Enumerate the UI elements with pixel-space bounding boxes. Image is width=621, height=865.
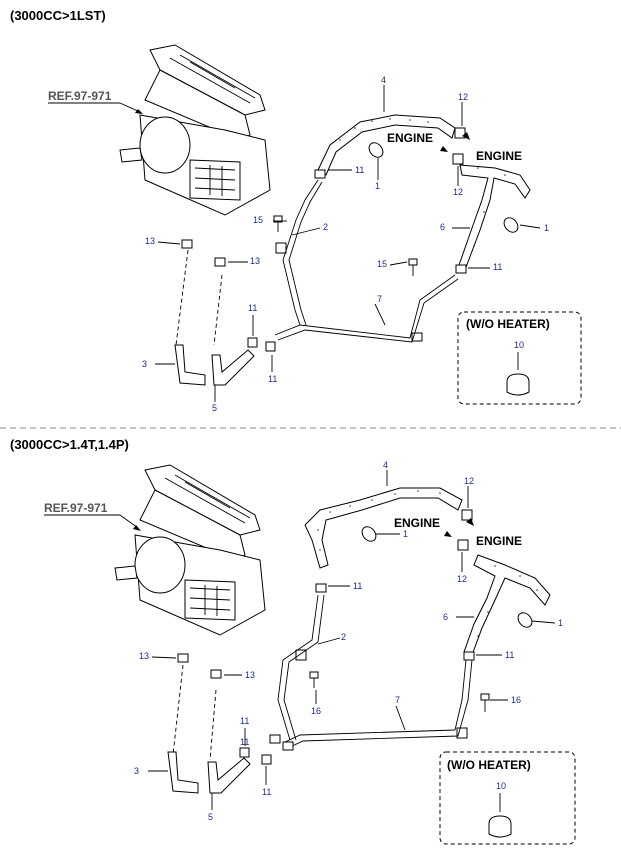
engine-label: ENGINE [476,149,522,163]
section-1-title: (3000CC>1LST) [10,8,106,23]
callout: 11 [262,787,271,797]
plug-icon [488,815,512,838]
callout: 16 [511,695,521,705]
plug-icon [506,373,530,396]
callout: 12 [464,476,474,486]
section-2: (3000CC>1.4T,1.4P) REF.97-971 [10,437,576,845]
clamp-icon [315,583,327,593]
clamp-icon [314,169,326,179]
without-heater-title: (W/O HEATER) [466,317,550,331]
clamp-icon [455,264,467,274]
bolt-icon [309,671,319,688]
callout: 11 [268,374,277,384]
engine-label: ENGINE [394,516,440,530]
clamp-icon [265,341,276,352]
clamp-icon [181,239,193,249]
grommet-icon [517,612,533,628]
callout: 3 [134,766,139,776]
hose-6-icon [463,554,551,656]
callout: 10 [514,340,524,350]
callout: 16 [311,706,321,716]
callout: 13 [145,236,155,246]
hose-6-icon [457,164,531,271]
callout: 6 [440,222,445,232]
callout: 12 [457,574,467,584]
grommet-icon [361,526,377,542]
bolt-icon [408,258,418,276]
section-1: (3000CC>1LST) REF.97-971 [10,8,582,413]
clamp-icon [452,153,464,165]
section-1-ref-label: REF.97-971 [48,89,112,103]
callout: 12 [458,92,468,102]
callout: 1 [375,181,380,191]
hose-4-icon [304,487,463,569]
clamp-icon [454,127,466,139]
callout: 11 [355,165,364,175]
callout: 15 [377,259,387,269]
callout: 1 [403,529,408,539]
callout: 13 [250,256,260,266]
heater-unit-icon [119,44,271,216]
hose-5-icon [211,349,255,386]
clamp-icon [247,337,258,348]
hose-5-icon [207,757,251,794]
hose-3-icon [167,751,199,794]
clamp-icon [239,747,250,758]
callout: 7 [395,695,400,705]
clamp-icon [210,669,222,679]
engine-label: ENGINE [387,131,433,145]
callout: 15 [253,215,263,225]
callout: 13 [139,651,149,661]
hose-4-icon [317,114,456,176]
callout: 12 [453,187,463,197]
callout: 11 [240,716,249,726]
clamp-icon [214,257,226,267]
section-1-callouts: 4 12 11 1 12 15 2 6 1 13 13 15 11 7 11 3… [142,75,549,413]
callout: 2 [323,222,328,232]
without-heater-title: (W/O HEATER) [447,758,531,772]
section-2-callouts: 4 12 1 12 11 2 6 1 13 13 11 16 11 16 7 3… [134,460,563,822]
callout: 4 [383,460,388,470]
grommet-icon [503,217,519,233]
callout: 11 [505,650,514,660]
callout: 11 [248,303,257,313]
section-1-without-heater-box: (W/O HEATER) 10 [457,311,582,405]
callout: 1 [544,223,549,233]
engine-label: ENGINE [476,534,522,548]
callout: 10 [496,781,506,791]
heater-unit-icon [114,464,266,636]
clamp-icon [261,754,272,765]
callout: 13 [245,670,255,680]
callout: 11 [493,262,502,272]
callout: 5 [212,403,217,413]
section-2-without-heater-box: (W/O HEATER) 10 [439,751,576,845]
clamp-icon [177,653,189,663]
hose-3-icon [174,344,206,386]
clamp-icon [457,539,469,551]
grommet-icon [368,142,384,158]
bolt-icon [480,693,490,712]
section-2-ref-label: REF.97-971 [44,501,108,515]
clamp-icon [461,509,473,521]
callout: 5 [208,812,213,822]
callout: 3 [142,359,147,369]
callout: 4 [381,75,386,85]
callout: 11 [353,581,362,591]
callout: 11 [240,737,249,747]
clamp-icon [463,651,475,661]
callout: 2 [341,632,346,642]
callout: 1 [558,618,563,628]
callout: 7 [377,294,382,304]
bolt-icon [273,215,283,232]
section-2-title: (3000CC>1.4T,1.4P) [10,437,129,452]
callout: 6 [443,612,448,622]
